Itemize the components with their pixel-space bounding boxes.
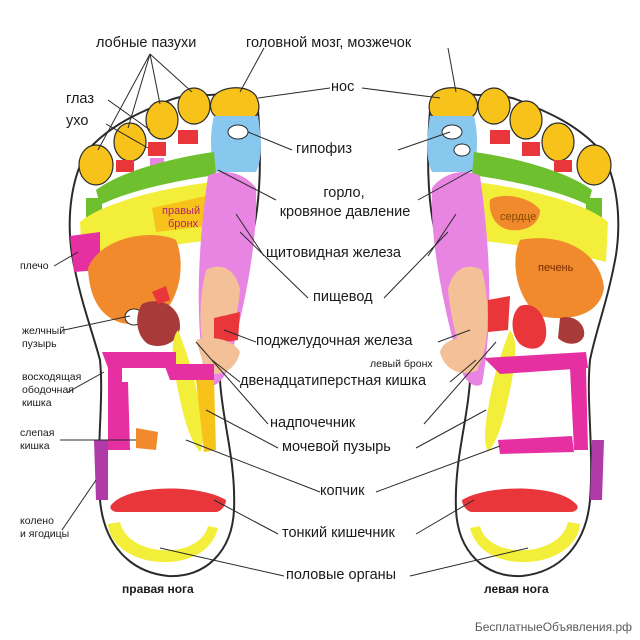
left-throat-zone bbox=[472, 152, 592, 205]
right-big-toe bbox=[209, 87, 260, 119]
label-throat-1: горло, bbox=[323, 185, 365, 201]
label-knee-2: и ягодицы bbox=[20, 528, 70, 540]
label-pancreas: поджелудочная железа bbox=[256, 333, 413, 349]
leader-lines bbox=[53, 47, 529, 577]
label-cecum-2: кишка bbox=[20, 440, 50, 452]
right-toe-small bbox=[78, 144, 114, 186]
label-right-bronchus-1: правый bbox=[162, 205, 201, 217]
right-throat-zone bbox=[96, 152, 216, 205]
right-pituitary-spot bbox=[227, 124, 249, 140]
label-ascending-colon-2: ободочная bbox=[22, 384, 74, 396]
label-gallbladder-1: желчный bbox=[22, 325, 66, 337]
label-frontal-sinuses: лобные пазухи bbox=[96, 35, 197, 51]
label-throat-2: кровяное давление bbox=[279, 204, 411, 220]
label-eye: глаз bbox=[66, 91, 94, 107]
label-duodenum: двенадцатиперстная кишка bbox=[240, 373, 427, 389]
label-right-foot: правая нога bbox=[122, 582, 194, 596]
right-heel-zone bbox=[110, 488, 226, 512]
right-pituitary-zone bbox=[211, 116, 261, 172]
right-toe-3 bbox=[145, 100, 179, 140]
label-cecum-1: слепая bbox=[20, 427, 55, 439]
left-colon-zone bbox=[484, 352, 588, 374]
watermark: БесплатныеОбъявления.рф bbox=[474, 620, 632, 634]
right-kidney-zone bbox=[137, 301, 180, 346]
label-ear: ухо bbox=[66, 113, 89, 129]
label-liver: печень bbox=[538, 262, 574, 274]
label-gallbladder-2: пузырь bbox=[22, 338, 57, 350]
right-foot-diagram bbox=[68, 87, 261, 578]
left-heel-zone bbox=[462, 488, 578, 512]
label-left-foot: левая нога bbox=[484, 582, 549, 596]
left-heart-zone bbox=[489, 195, 540, 231]
label-genitals: половые органы bbox=[286, 567, 397, 583]
left-kidney-zone bbox=[512, 304, 547, 349]
left-pituitary-zone bbox=[427, 116, 477, 172]
label-knee-1: колено bbox=[20, 515, 54, 527]
label-left-bronchus: левый бронх bbox=[370, 358, 433, 370]
label-ascending-colon-3: кишка bbox=[22, 397, 52, 409]
right-colon-zone bbox=[102, 352, 176, 450]
label-right-bronchus-2: бронх bbox=[168, 218, 199, 230]
label-esophagus: пищевод bbox=[313, 289, 373, 305]
label-shoulder: плечо bbox=[20, 260, 49, 272]
right-toe-4 bbox=[113, 122, 147, 162]
label-bladder: мочевой пузырь bbox=[282, 439, 391, 455]
label-brain: головной мозг, мозжечок bbox=[246, 35, 412, 51]
label-adrenal: надпочечник bbox=[270, 415, 356, 431]
left-foot-diagram bbox=[427, 87, 620, 578]
label-nose: нос bbox=[331, 79, 355, 95]
label-small-intestine: тонкий кишечник bbox=[282, 525, 395, 541]
label-thyroid: щитовидная железа bbox=[266, 245, 401, 261]
left-liver-zone bbox=[515, 238, 604, 319]
label-ascending-colon-1: восходящая bbox=[22, 371, 82, 383]
label-coccyx: копчик bbox=[320, 483, 365, 499]
label-heart: сердце bbox=[500, 211, 537, 223]
right-toe-2 bbox=[177, 87, 211, 125]
label-pituitary: гипофиз bbox=[296, 141, 352, 157]
